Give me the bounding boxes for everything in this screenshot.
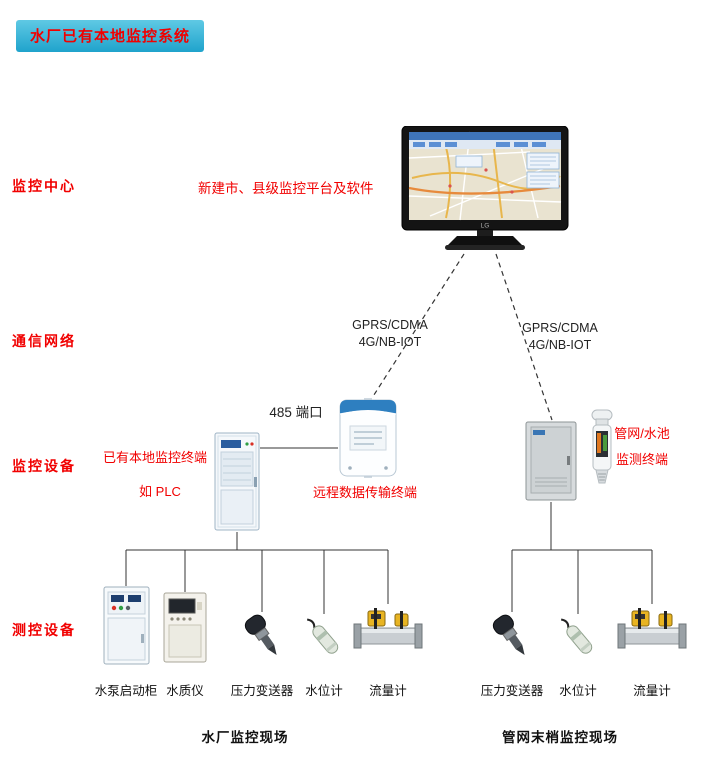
- monitor-image: LG: [400, 125, 570, 259]
- pressure-transmitter-image: [488, 610, 536, 669]
- device-label: 流量计: [369, 684, 407, 698]
- water-quality-analyzer-svg: [163, 592, 207, 663]
- plc-cabinet-svg: [214, 432, 260, 531]
- comm-label-left: GPRS/CDMA 4G/NB-IOT: [345, 317, 435, 351]
- pipe-sensor-image: [584, 408, 620, 497]
- site-caption-right: 管网末梢监控现场: [502, 730, 618, 745]
- pipe-terminal-label-line1: 管网/水池: [614, 426, 670, 441]
- row-label-monitoring-equipment: 监控设备: [12, 458, 76, 474]
- rtu-label: 远程数据传输终端: [312, 485, 417, 500]
- monitor-svg: LG: [401, 125, 569, 250]
- flow-meter-image: [616, 602, 688, 667]
- comm-label-left-line1: GPRS/CDMA: [352, 318, 428, 332]
- plc-terminal-label-line2: 如 PLC: [139, 484, 181, 499]
- water-quality-analyzer-image: [163, 592, 207, 669]
- device-label: 压力变送器: [230, 684, 294, 698]
- water-level-gauge-image: [300, 612, 348, 669]
- comm-label-right: GPRS/CDMA 4G/NB-IOT: [515, 320, 605, 354]
- water-level-gauge-svg: [306, 618, 339, 654]
- pump-starter-cabinet-svg: [103, 586, 150, 665]
- comm-label-right-line2: 4G/NB-IOT: [528, 338, 592, 352]
- row-label-monitoring-center: 监控中心: [12, 178, 76, 194]
- rtu-device-svg: [339, 398, 397, 478]
- flow-meter-svg: [353, 608, 423, 649]
- comm-label-left-line2: 4G/NB-IOT: [358, 335, 422, 349]
- device-label: 水泵启动柜: [94, 684, 158, 698]
- device-label: 水位计: [305, 684, 343, 698]
- port-485-label: 485 端口: [269, 405, 323, 420]
- pump-starter-cabinet-image: [103, 586, 150, 671]
- pipe-terminal-label-line2: 监测终端: [615, 452, 668, 467]
- rtu-device-image: [338, 398, 398, 483]
- title-badge: 水厂已有本地监控系统: [16, 20, 205, 52]
- water-level-gauge-image: [554, 612, 602, 669]
- plc-cabinet-image: [214, 432, 260, 537]
- device-label: 水位计: [559, 684, 597, 698]
- row-label-communication-network: 通信网络: [12, 333, 76, 349]
- device-label: 流量计: [633, 684, 671, 698]
- pipe-sensor-svg: [591, 409, 613, 484]
- device-label: 水质仪: [166, 684, 204, 698]
- pipe-terminal-cabinet-image: [523, 420, 579, 507]
- plc-terminal-label-line1: 已有本地监控终端: [102, 450, 207, 465]
- flow-meter-svg: [617, 608, 687, 649]
- pressure-transmitter-svg: [492, 614, 525, 656]
- water-level-gauge-svg: [560, 618, 593, 654]
- flow-meter-image: [352, 602, 424, 667]
- monitor-brand-logo: LG: [481, 223, 490, 230]
- pressure-transmitter-image: [240, 610, 288, 669]
- row-label-measurement-equipment: 测控设备: [12, 622, 76, 638]
- pressure-transmitter-svg: [244, 614, 277, 656]
- comm-label-right-line1: GPRS/CDMA: [522, 321, 598, 335]
- site-caption-left: 水厂监控现场: [201, 730, 289, 745]
- platform-caption: 新建市、县级监控平台及软件: [198, 181, 374, 196]
- device-label: 压力变送器: [480, 684, 544, 698]
- pipe-terminal-cabinet-svg: [525, 421, 577, 501]
